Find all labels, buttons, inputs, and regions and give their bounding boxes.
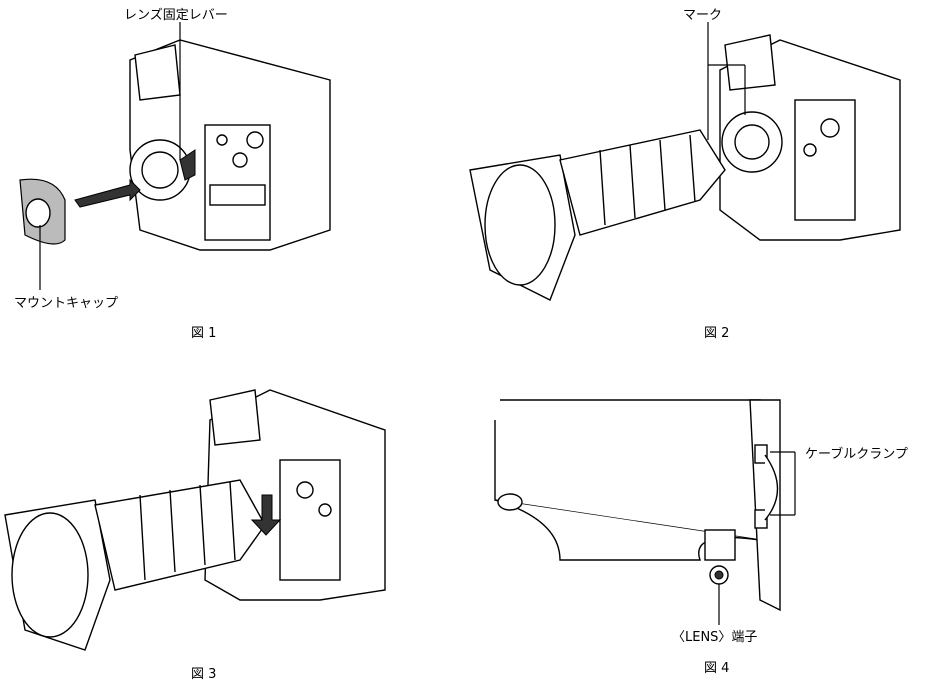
label-lens-lock-lever: レンズ固定レバー <box>124 8 228 23</box>
caption-figure-2: 図 2 <box>704 326 730 341</box>
caption-figure-4: 図 4 <box>704 661 730 676</box>
figure-2-camera-drawing <box>469 22 901 301</box>
caption-figure-1: 図 1 <box>191 326 217 341</box>
label-mount-cap: マウントキャップ <box>14 296 119 311</box>
caption-figure-3: 図 3 <box>191 667 217 682</box>
figure-4-camera-drawing <box>494 399 796 625</box>
label-mark: マーク <box>683 8 723 23</box>
figure-1-camera-drawing <box>19 22 331 290</box>
figure-3-camera-drawing <box>4 389 386 651</box>
label-lens-terminal: 〈LENS〉端子 <box>672 630 758 645</box>
label-cable-clamp: ケーブルクランプ <box>805 447 908 462</box>
